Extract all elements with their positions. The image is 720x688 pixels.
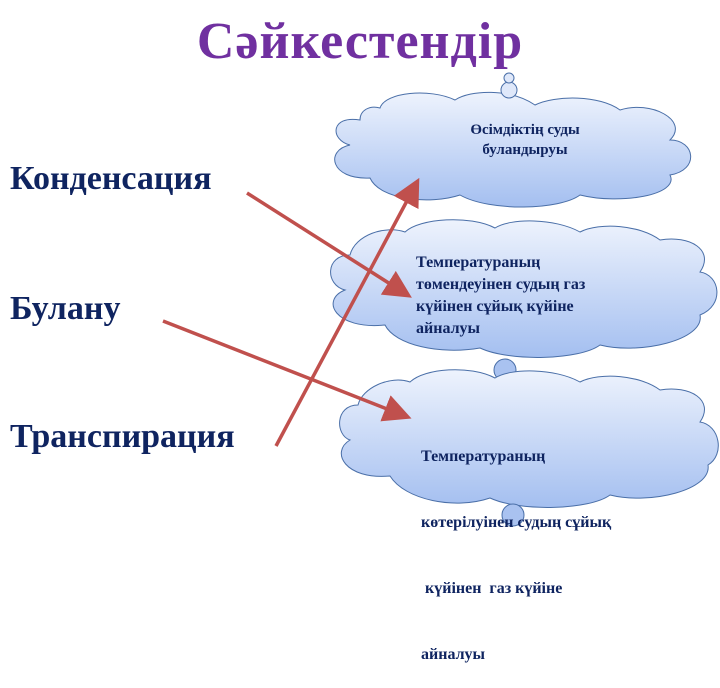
arrow-kondensatsiya (246, 191, 412, 298)
term-transpiratsiya: Транспирация (10, 418, 235, 455)
cloud-line: көтерілуінен судың сұйық (421, 514, 612, 531)
cloud-line: Температураның (421, 448, 546, 465)
cloud-line: Температураның (416, 254, 541, 271)
thought-bubble (501, 503, 525, 527)
cloud-1 (334, 72, 692, 208)
cloud-3-text: Температураның көтерілуінен судың сұйық … (421, 402, 681, 688)
page-title: Сәйкестендір (196, 13, 524, 70)
cloud-3 (339, 369, 719, 527)
arrow-bulanu (162, 319, 412, 422)
cloud-line: күйінен сұйық күйіне (416, 298, 574, 315)
cloud-1-text: Өсімдіктің суды буландыруы (430, 120, 620, 160)
term-kondensatsiya: Конденсация (10, 160, 212, 197)
cloud-line: күйінен газ күйіне (421, 580, 563, 597)
thought-bubble-small (500, 81, 518, 99)
cloud-line: айналуы (421, 646, 486, 663)
cloud-line: айналуы (416, 320, 481, 337)
cloud-line: буландыруы (482, 142, 568, 158)
thought-bubble-tiny (503, 72, 515, 84)
diagram-canvas (162, 72, 719, 527)
cloud-line: Өсімдіктің суды (470, 122, 580, 138)
term-bulanu: Булану (10, 290, 121, 327)
cloud-2-text: Температураның төмендеуінен судың газ кү… (416, 252, 666, 340)
cloud-line: төмендеуінен судың газ (416, 276, 586, 293)
arrow-transpiratsiya (274, 177, 420, 447)
